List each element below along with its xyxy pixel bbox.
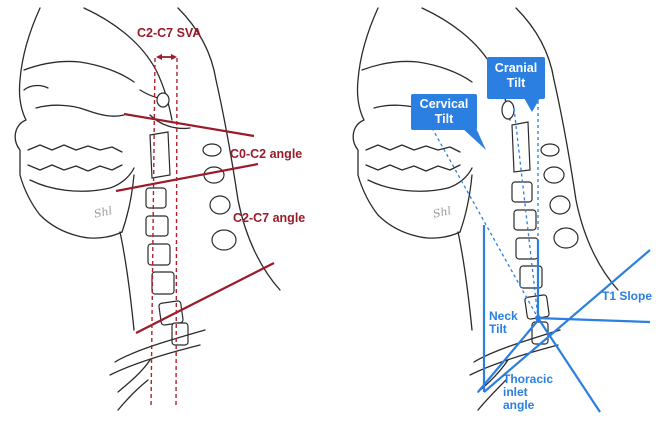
sva-arrowhead-left bbox=[156, 54, 162, 60]
neck-tilt-label: Neck Tilt bbox=[489, 310, 518, 336]
c0c2-angle-label: C0-C2 angle bbox=[230, 147, 302, 161]
cranial-tilt-text-1: Cranial bbox=[487, 61, 545, 76]
thoracic-inlet-text-3: angle bbox=[503, 399, 553, 412]
cervical-callout-pointer bbox=[462, 128, 486, 150]
cranial-tilt-text-2: Tilt bbox=[487, 76, 545, 91]
left-measurement-lines bbox=[116, 54, 274, 408]
t1-slope-label: T1 Slope bbox=[602, 290, 652, 303]
t1-center-point bbox=[535, 315, 541, 321]
sva-plumb-line-c7 bbox=[176, 58, 177, 408]
sva-arrowhead-right bbox=[171, 54, 177, 60]
cervical-tilt-callout: Cervical Tilt bbox=[411, 94, 477, 130]
neck-tilt-text-2: Tilt bbox=[489, 323, 518, 336]
cervical-tilt-text-1: Cervical bbox=[411, 97, 477, 112]
right-skull-sketch bbox=[353, 8, 618, 410]
c0c2-line-upper bbox=[124, 114, 254, 136]
left-skull-sketch bbox=[15, 8, 280, 410]
right-measurement-lines bbox=[432, 95, 650, 412]
c0c2-line-lower bbox=[116, 164, 258, 191]
cranial-tilt-callout: Cranial Tilt bbox=[487, 57, 545, 99]
sva-label: C2-C7 SVA bbox=[137, 26, 201, 40]
thoracic-inlet-angle-label: Thoracic inlet angle bbox=[503, 373, 553, 412]
cervical-tilt-text-2: Tilt bbox=[411, 112, 477, 127]
c2c7-angle-label: C2-C7 angle bbox=[233, 211, 305, 225]
t1-horizontal-line bbox=[536, 318, 650, 322]
